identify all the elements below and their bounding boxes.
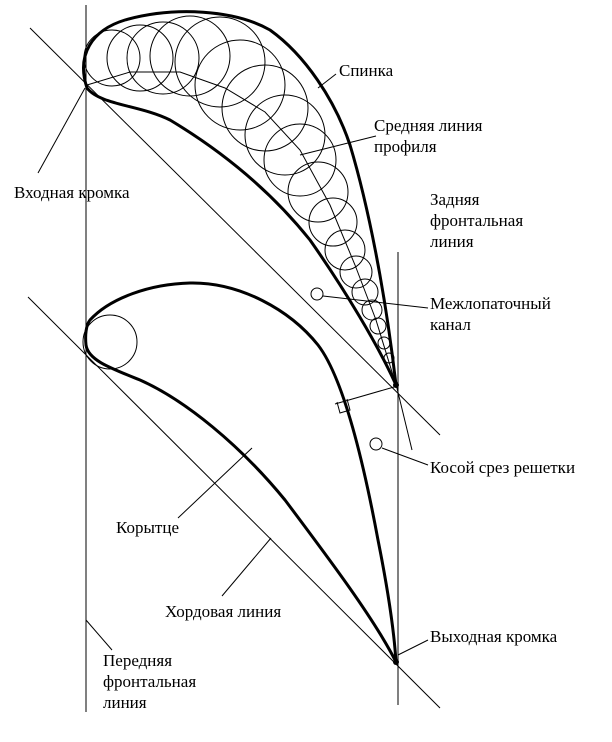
leading-edge-circle — [82, 314, 138, 370]
channel-marker — [310, 287, 324, 301]
rear-frontal-line-label-2: фронтальная — [430, 211, 524, 230]
channel-label-1: Межлопаточный — [430, 294, 551, 313]
lower-chord-line — [27, 296, 441, 709]
inlet-edge-label: Входная кромка — [14, 183, 130, 202]
upper-trailing-edge-dot — [393, 382, 399, 388]
chord-line-label: Хордовая линия — [165, 602, 282, 621]
oblique-cut-marker — [369, 437, 383, 451]
front-line-leader — [85, 619, 113, 651]
mean-line-label-2: профиля — [374, 137, 437, 156]
lower-blade-profile — [84, 281, 398, 664]
channel-label-2: канал — [430, 315, 471, 334]
front-frontal-line-label-3: линия — [103, 693, 147, 712]
trough-label: Корытце — [116, 518, 179, 537]
rear-frontal-line-label-1: Задняя — [430, 190, 480, 209]
front-frontal-line-label-2: фронтальная — [103, 672, 197, 691]
rear-frontal-line-label-3: линия — [430, 232, 474, 251]
back-leader — [317, 73, 337, 89]
back-label: Спинка — [339, 61, 394, 80]
mean-line — [86, 71, 397, 386]
outlet-edge-label: Выходная кромка — [430, 627, 558, 646]
inlet-edge-leader — [37, 87, 86, 174]
right-angle-mark — [336, 398, 351, 414]
oblique-cut-line — [394, 379, 413, 451]
front-frontal-line-label-1: Передняя — [103, 651, 173, 670]
trough-leader — [177, 447, 253, 519]
mean-line-label-1: Средняя линия — [374, 116, 483, 135]
inscribed-circles — [83, 15, 395, 364]
lower-trailing-edge-dot — [393, 659, 399, 665]
mean-line-leader — [299, 135, 377, 156]
upper-blade-profile — [82, 10, 398, 387]
oblique-cut-leader — [381, 447, 429, 466]
channel-leader — [322, 295, 429, 309]
upper-chord-line — [29, 27, 441, 436]
oblique-cut-label: Косой срез решетки — [430, 458, 576, 477]
outlet-edge-leader — [397, 639, 429, 656]
chord-line-leader — [221, 537, 272, 597]
